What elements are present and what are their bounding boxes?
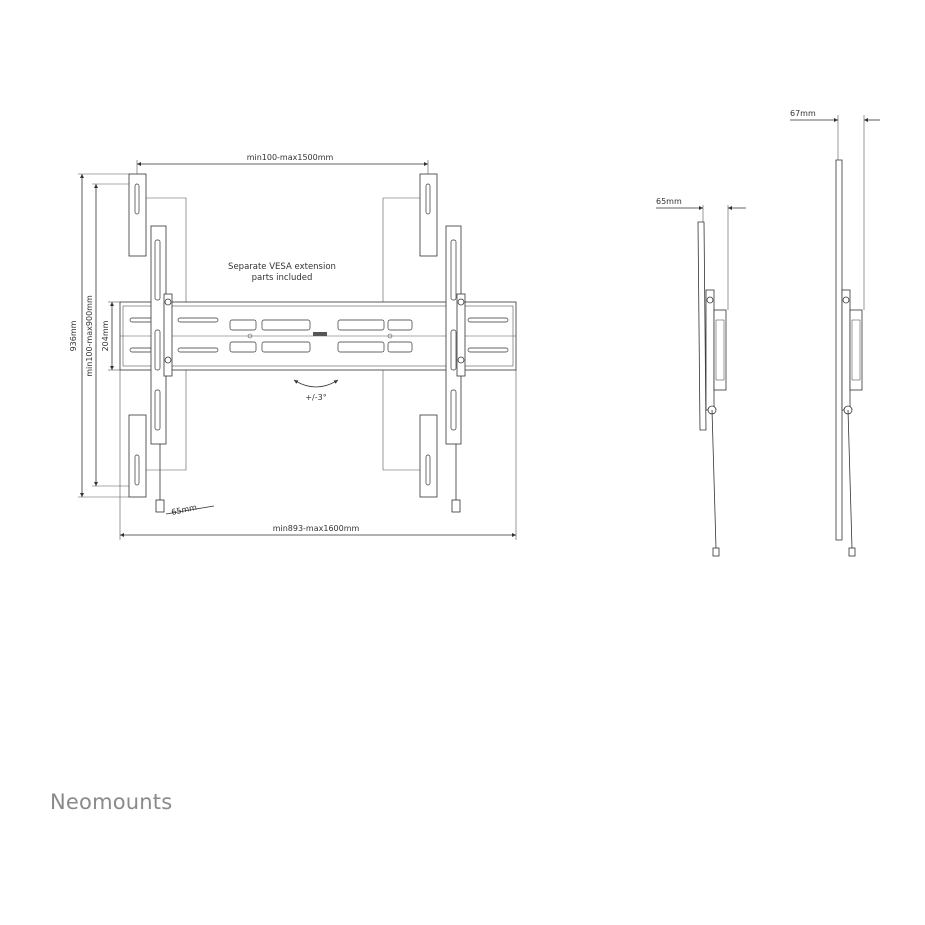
- rail-width-dimension: min893-max1600mm: [119, 370, 517, 540]
- total-height-dimension: 936mm: [69, 173, 129, 498]
- rail-height-label: 204mm: [101, 320, 110, 351]
- extension-note: Separate VESA extension parts included: [228, 262, 336, 283]
- vesa-width-label: min100-max1500mm: [247, 153, 334, 162]
- left-extension-brackets: [128, 173, 147, 498]
- brand-logo-text: Neomounts: [50, 790, 173, 814]
- front-view: min100-max1500mm 936mm min100-max900mm 2…: [69, 153, 517, 540]
- right-extension-brackets: [419, 173, 438, 498]
- side-view-max: 67mm: [790, 109, 880, 557]
- logo-plate: [313, 332, 327, 336]
- side-min-depth-label: 65mm: [656, 197, 682, 206]
- depth-dimension: 65mm: [165, 503, 215, 517]
- side-view-min: 65mm: [656, 197, 746, 557]
- tilt-label: +/-3°: [305, 393, 326, 402]
- rail-width-label: min893-max1600mm: [273, 524, 360, 533]
- depth-label: 65mm: [171, 503, 198, 517]
- rail-height-dimension: 204mm: [101, 301, 120, 371]
- tilt-indicator: +/-3°: [293, 379, 339, 402]
- vesa-width-dimension: min100-max1500mm: [136, 153, 429, 174]
- left-vertical-arm: [150, 225, 173, 513]
- note-line-2: parts included: [252, 273, 313, 283]
- vesa-height-label: min100-max900mm: [85, 295, 94, 377]
- vesa-height-dimension: min100-max900mm: [85, 183, 129, 487]
- right-vertical-arm: [445, 225, 466, 513]
- side-max-depth-label: 67mm: [790, 109, 816, 118]
- note-line-1: Separate VESA extension: [228, 262, 336, 272]
- total-height-label: 936mm: [69, 320, 78, 351]
